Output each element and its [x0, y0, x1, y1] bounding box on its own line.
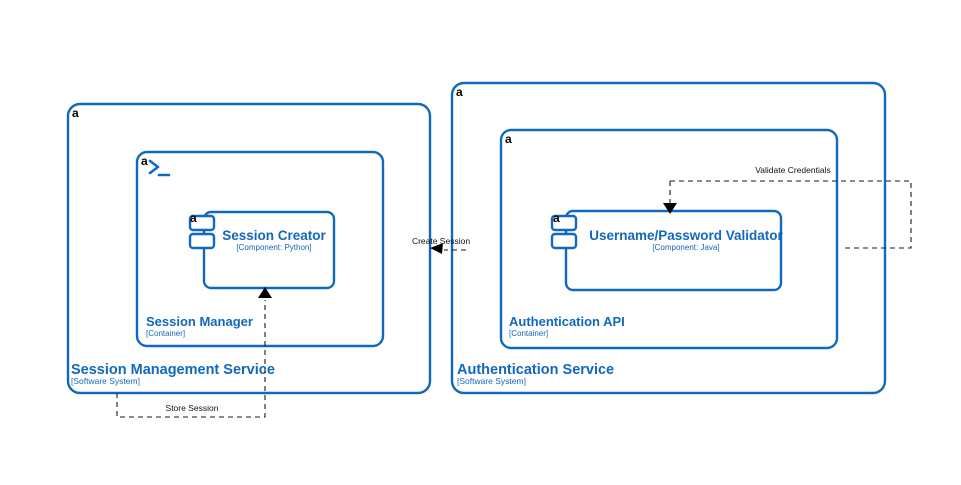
software-system-authentication-service[interactable]: a Authentication Service [Software Syste…	[450, 81, 887, 395]
relationship-line	[116, 300, 266, 418]
relationship-label: Validate Credentials	[755, 165, 830, 175]
corner-letter: a	[190, 211, 197, 225]
arrow-head-left	[430, 243, 443, 254]
uml-component-icon	[550, 214, 578, 250]
component-title: Session Creator	[222, 228, 326, 243]
relationship-store-session[interactable]: Store Session	[116, 287, 272, 418]
component-box[interactable]	[202, 210, 336, 290]
corner-letter: a	[456, 85, 463, 99]
component-technology: [Component: Python]	[236, 243, 311, 252]
corner-letter: a	[72, 106, 79, 120]
system-title: Session Management Service	[71, 362, 275, 378]
relationship-label: Store Session	[166, 403, 219, 413]
component-title: Username/Password Validator	[589, 228, 783, 243]
corner-letter: a	[505, 132, 512, 146]
corner-letter: a	[553, 211, 560, 225]
container-title: Session Manager	[146, 314, 253, 329]
component-username-password-validator[interactable]: a Username/Password Validator [Component…	[550, 209, 784, 292]
terminal-icon	[148, 159, 171, 177]
component-session-creator[interactable]: a Session Creator [Component: Python]	[188, 210, 336, 290]
component-box[interactable]	[564, 209, 783, 292]
relationship-validate-credentials[interactable]: Validate Credentials	[663, 165, 912, 249]
container-technology: [Container]	[146, 329, 185, 338]
container-authentication-api[interactable]: a Authentication API [Container] a Usern…	[499, 128, 839, 350]
relationship-line	[670, 180, 912, 249]
container-session-manager[interactable]: a Session Manager [Container] a	[135, 150, 385, 348]
system-technology: [Software System]	[71, 376, 140, 386]
component-technology: [Component: Java]	[652, 243, 719, 252]
uml-component-icon	[188, 214, 216, 250]
corner-letter: a	[141, 154, 148, 168]
container-title: Authentication API	[509, 314, 625, 329]
software-system-session-management-service[interactable]: a Session Management Service [Software S…	[66, 102, 432, 395]
relationship-create-session[interactable]: Create Session	[412, 236, 470, 254]
arrow-head-down	[663, 203, 677, 214]
relationship-label: Create Session	[412, 236, 470, 246]
system-technology: [Software System]	[457, 376, 526, 386]
system-title: Authentication Service	[457, 362, 614, 378]
arrow-head-up	[258, 287, 272, 298]
container-technology: [Container]	[509, 329, 548, 338]
